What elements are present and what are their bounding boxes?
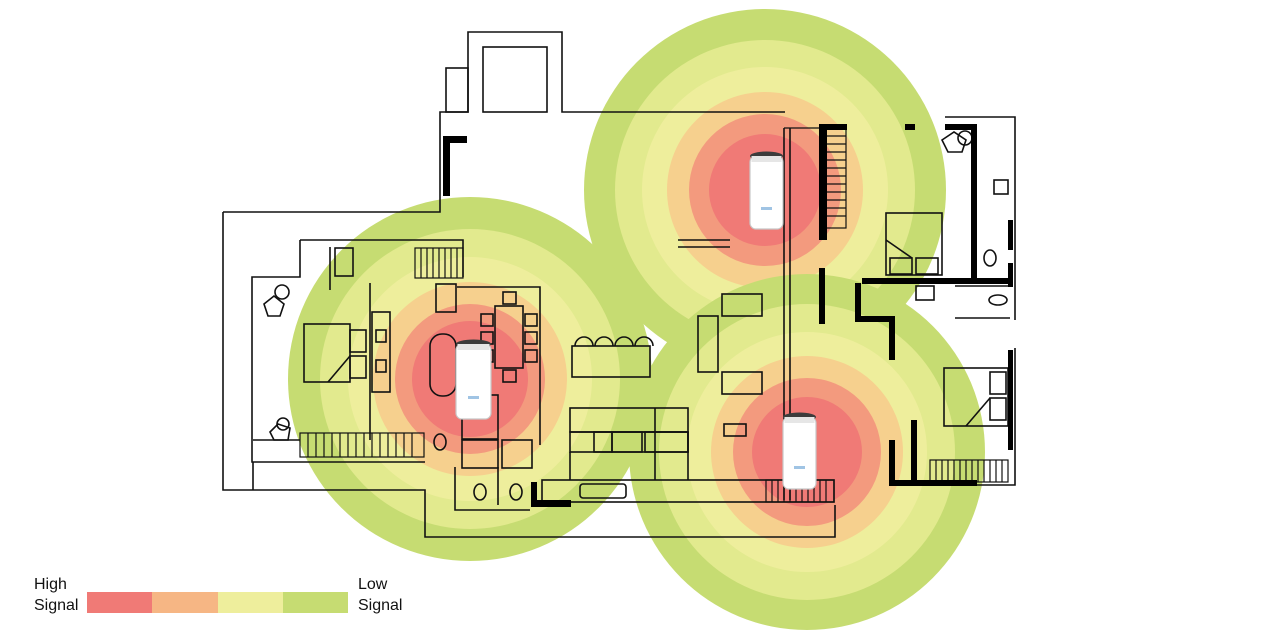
legend-swatch-1 — [87, 592, 153, 613]
legend-high-line2: Signal — [34, 597, 79, 614]
dining-table — [480, 291, 538, 383]
mesh-router-right — [782, 412, 817, 490]
legend-swatch-4 — [282, 592, 348, 613]
small-shelf — [334, 247, 354, 277]
legend-high-signal-label: High Signal — [34, 574, 78, 616]
bathroom-left — [429, 283, 541, 511]
router-units — [455, 151, 817, 490]
left-inner-walls — [253, 239, 464, 441]
stairs-top-left — [414, 247, 464, 279]
living-room — [678, 128, 791, 500]
thick-walls — [443, 124, 1013, 507]
mesh-router-left — [455, 339, 492, 420]
legend-swatch-2 — [152, 592, 218, 613]
legend-low-signal-label: Low Signal — [358, 574, 402, 616]
signal-legend-bar — [87, 592, 348, 613]
stairs-right — [929, 459, 1009, 483]
kitchen-counters — [541, 407, 835, 503]
floor-plan — [222, 31, 1016, 538]
legend-high-line1: High — [34, 576, 67, 593]
top-stair-small — [445, 67, 469, 113]
legend-swatch-3 — [217, 592, 283, 613]
mesh-router-top — [749, 151, 784, 230]
legend-low-line2: Signal — [358, 597, 403, 614]
armchairs — [263, 130, 973, 441]
stairs-left — [299, 432, 425, 458]
kitchen-island — [571, 336, 654, 378]
legend-low-line1: Low — [358, 576, 388, 593]
top-closet — [482, 46, 548, 113]
bedroom-left — [303, 311, 391, 393]
